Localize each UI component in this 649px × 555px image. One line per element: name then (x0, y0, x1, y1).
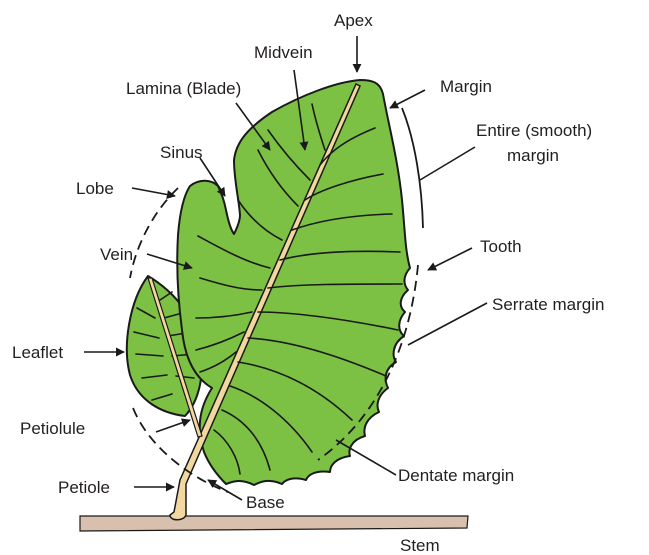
label-base: Base (246, 493, 285, 512)
bracket-entire-margin (402, 108, 423, 228)
pointer-lobe (132, 188, 175, 196)
label-stem: Stem (400, 536, 440, 555)
label-petiolule: Petiolule (20, 419, 85, 438)
label-dentate-margin: Dentate margin (398, 466, 514, 485)
label-lamina: Lamina (Blade) (126, 79, 241, 98)
pointer-tooth (428, 248, 472, 270)
label-petiole: Petiole (58, 478, 110, 497)
label-vein: Vein (100, 245, 133, 264)
dashed-bracket-lobe (130, 188, 178, 278)
label-leaflet: Leaflet (12, 343, 63, 362)
pointer-entire (420, 147, 475, 180)
label-lobe: Lobe (76, 179, 114, 198)
label-sinus: Sinus (160, 143, 203, 162)
pointer-serrate (408, 303, 487, 345)
pointer-margin (390, 90, 425, 108)
label-tooth: Tooth (480, 237, 522, 256)
stem-bar (80, 516, 468, 531)
label-margin: Margin (440, 77, 492, 96)
label-entire-margin-2: margin (507, 146, 559, 165)
pointer-petiolule (156, 420, 190, 432)
label-serrate-margin: Serrate margin (492, 295, 604, 314)
label-midvein: Midvein (254, 43, 313, 62)
label-entire-margin-1: Entire (smooth) (476, 121, 592, 140)
label-apex: Apex (334, 11, 373, 30)
